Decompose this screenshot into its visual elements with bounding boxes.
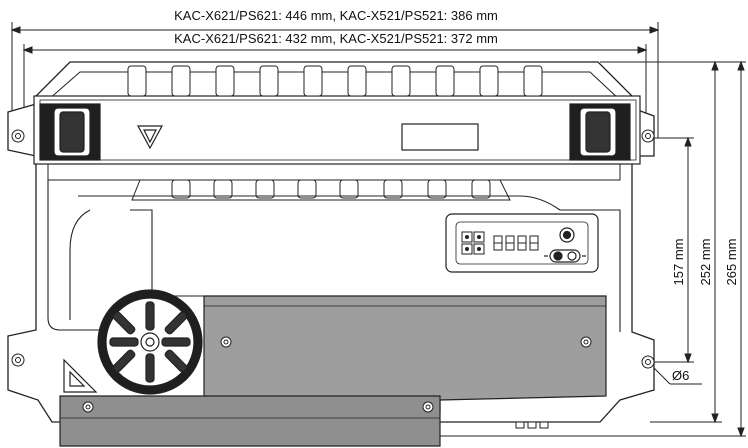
right-end-cap (569, 103, 631, 161)
overall-height-dimension (440, 60, 746, 438)
overall-height-label: 265 mm (724, 239, 739, 286)
middle-cooling-ribs (131, 179, 511, 201)
mounting-hole-bottom-right (641, 355, 655, 369)
mounting-hole-top-right (641, 129, 655, 143)
overall-width-label: KAC-X621/PS621: 446 mm, KAC-X521/PS521: … (174, 8, 498, 23)
hole-spacing-long-dimension (600, 60, 722, 424)
logo-triangle (136, 125, 164, 150)
heatsink-panel (59, 295, 607, 447)
cooling-fan-icon (97, 289, 203, 395)
segment-display-icon (493, 235, 539, 251)
hole-spacing-short-label: 157 mm (671, 239, 686, 286)
mount-width-label: KAC-X621/PS621: 432 mm, KAC-X521/PS521: … (174, 31, 498, 46)
left-end-cap (39, 103, 101, 161)
bottom-terminal-tabs (515, 421, 549, 429)
slide-switch-icon (544, 249, 586, 263)
model-label-window (401, 123, 479, 151)
hole-spacing-short-dimension (652, 136, 694, 364)
hole-diameter-label: Ø6 (672, 368, 689, 383)
body-panel-outline (47, 180, 621, 332)
mounting-hole-bottom-left (11, 353, 25, 367)
rotary-knob-icon (559, 227, 575, 243)
top-handle-bar (33, 95, 641, 165)
mounting-hole-top-left (11, 129, 25, 143)
hole-spacing-long-label: 252 mm (698, 239, 713, 286)
top-cooling-ribs (127, 65, 543, 97)
control-panel-buttons-icon (461, 231, 485, 255)
corner-triangle (63, 358, 98, 393)
heatsink-screws (82, 336, 592, 413)
